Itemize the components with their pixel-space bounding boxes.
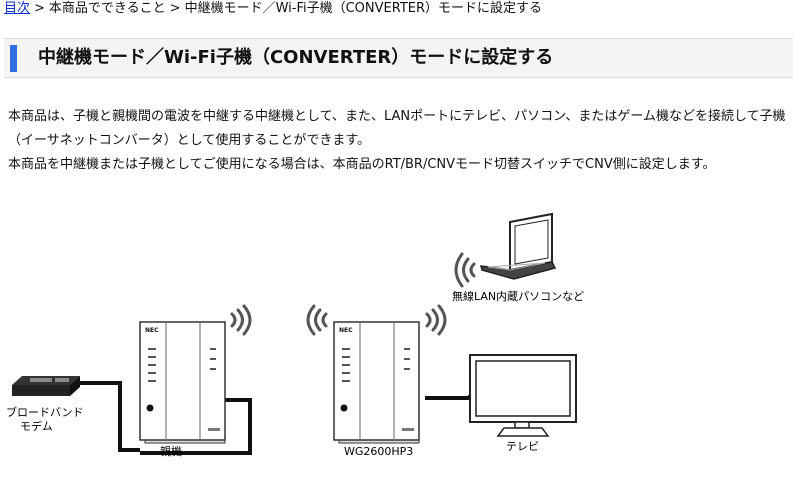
tv-label: テレビ — [506, 440, 539, 453]
modem-device — [12, 376, 80, 396]
section-header: 中継機モード／Wi-Fi子機（CONVERTER）モードに設定する — [4, 38, 793, 78]
header-accent-bar — [10, 45, 17, 72]
parent-router-label: 親機 — [160, 444, 182, 458]
body-paragraph-1: 本商品は、子機と親機間の電波を中継する中継機として、また、LANポートにテレビ、… — [8, 109, 786, 148]
parent-brand-mark: NEC — [145, 327, 159, 334]
child-wifi-waves-right-icon — [425, 304, 447, 336]
laptop-label: 無線LAN内蔵パソコンなど — [452, 289, 584, 303]
modem-label-line1: ブロードバンド — [6, 405, 84, 419]
parent-wifi-waves-icon — [230, 304, 252, 336]
laptop-device — [480, 212, 557, 280]
page-title: 中継機モード／Wi-Fi子機（CONVERTER）モードに設定する — [38, 47, 554, 68]
breadcrumb-home-link[interactable]: 目次 — [4, 1, 31, 16]
cable-child-tv — [425, 395, 472, 400]
body-paragraph-2: 本商品を中継機または子機としてご使用になる場合は、本商品のRT/BR/CNVモー… — [8, 157, 716, 172]
cable-modem-parent — [78, 381, 140, 452]
breadcrumb-separator: > — [34, 1, 45, 16]
child-router-label: WG2600HP3 — [344, 445, 413, 458]
child-brand-mark: NEC — [339, 327, 353, 334]
child-wifi-waves-left-icon — [306, 304, 328, 336]
breadcrumb: 目次>本商品でできること>中継機モード／Wi-Fi子機（CONVERTER）モー… — [4, 0, 542, 18]
laptop-wifi-waves-icon — [454, 252, 476, 288]
breadcrumb-level1: 本商品でできること — [48, 1, 166, 16]
child-router — [333, 321, 420, 444]
parent-router — [139, 321, 226, 444]
body-text: 本商品は、子機と親機間の電波を中継する中継機として、また、LANポートにテレビ、… — [8, 105, 793, 177]
breadcrumb-separator: > — [169, 1, 181, 16]
tv-device — [469, 354, 577, 437]
modem-label-line2: モデム — [20, 419, 53, 433]
network-diagram: ブロードバンド モデム NEC 親機 NEC WG2600HP3 — [6, 212, 584, 458]
breadcrumb-current: 中継機モード／Wi-Fi子機（CONVERTER）モードに設定する — [184, 1, 543, 16]
cable-parent-loop — [140, 398, 252, 455]
